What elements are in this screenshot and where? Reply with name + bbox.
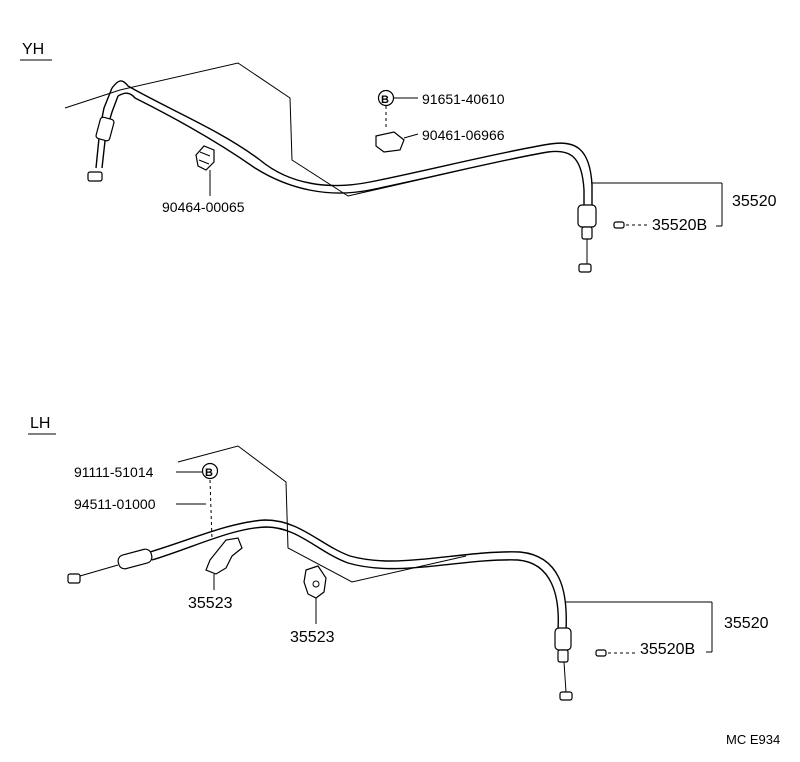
section-lh: LH 91111-51014 B 94511-01000 — [28, 415, 769, 701]
part-label-35523-a: 35523 — [188, 595, 233, 612]
section-title-lh: LH — [30, 415, 50, 432]
cable-end-boot — [581, 226, 593, 240]
outline-line — [177, 445, 467, 583]
part-label-35520: 35520 — [732, 193, 777, 210]
cable-end-adjuster — [554, 627, 572, 651]
cable-end-fitting — [559, 691, 573, 701]
cable-end-adjuster — [95, 116, 115, 142]
clip-part — [195, 145, 215, 196]
outline-line — [64, 62, 471, 197]
small-boot-part — [595, 649, 607, 657]
small-boot-part — [613, 221, 625, 229]
cable-end-fitting — [87, 171, 103, 182]
diagram-code: MC E934 — [726, 732, 780, 747]
cable-end-adjuster — [577, 204, 597, 228]
part-label-35523-b: 35523 — [290, 629, 335, 646]
clamp-part — [375, 131, 419, 153]
bolt-marker: B — [201, 462, 219, 480]
bolt-marker-letter: B — [381, 94, 389, 106]
cable-lh — [67, 519, 573, 701]
bracket-part — [205, 537, 243, 590]
bracket-part — [303, 565, 327, 624]
bolt-marker-letter: B — [205, 467, 213, 479]
bolt-marker: B — [377, 89, 395, 107]
part-label-90464: 90464-00065 — [162, 199, 245, 215]
part-label-35520: 35520 — [724, 615, 769, 632]
cable-end-fitting — [578, 263, 592, 273]
cable-end-adjuster — [117, 548, 153, 570]
part-label-35520b: 35520B — [640, 641, 695, 658]
section-yh: YH 90464-00065 — [20, 41, 777, 273]
cable-yh — [87, 80, 597, 273]
section-title-yh: YH — [22, 41, 44, 58]
part-label-90461: 90461-06966 — [422, 127, 505, 143]
cable-end-boot — [557, 649, 569, 663]
part-label-91111: 91111-51014 — [74, 464, 154, 480]
cable-end-fitting — [67, 573, 81, 584]
part-label-94511: 94511-01000 — [74, 496, 156, 512]
part-label-91651: 91651-40610 — [422, 91, 505, 107]
part-label-35520b: 35520B — [652, 217, 707, 234]
